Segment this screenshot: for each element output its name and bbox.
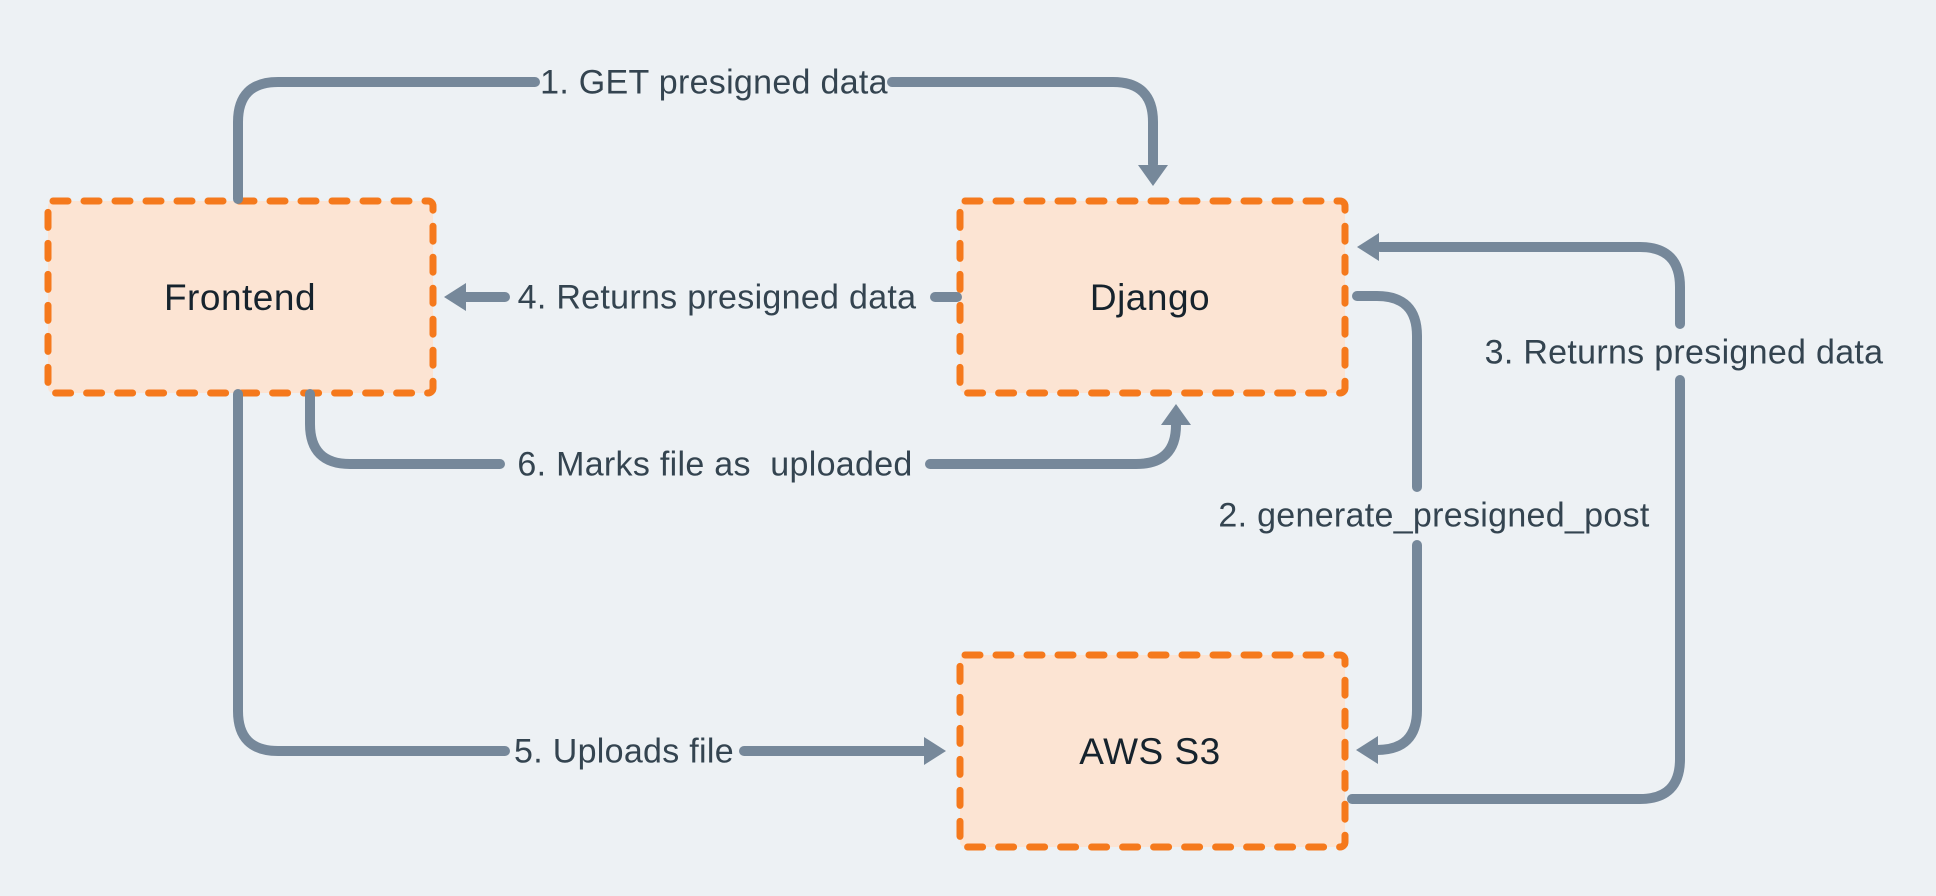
arrow-2-label: 2. generate_presigned_post bbox=[1218, 496, 1650, 535]
arrow-5-path-left bbox=[233, 389, 510, 756]
arrow-2-path-bottom bbox=[1372, 540, 1422, 755]
arrow-4-head bbox=[444, 283, 466, 311]
arrow-4-label: 4. Returns presigned data bbox=[517, 278, 917, 317]
node-aws-s3-label: AWS S3 bbox=[1079, 731, 1221, 772]
arrow-5-label: 5. Uploads file bbox=[514, 732, 734, 771]
arrow-3-path-bottom bbox=[1347, 375, 1685, 804]
arrow-6-label: 6. Marks file as uploaded bbox=[517, 445, 913, 484]
arrow-3-label: 3. Returns presigned data bbox=[1484, 333, 1884, 372]
arrow-1-head bbox=[1138, 165, 1168, 186]
django-node-box bbox=[956, 197, 1349, 397]
arrow-6-path-left bbox=[305, 389, 505, 469]
aws-s3-node-box bbox=[956, 651, 1349, 851]
arrow-6-path-right bbox=[925, 420, 1181, 469]
arrow-6-head bbox=[1161, 404, 1191, 425]
node-django-label: Django bbox=[1089, 277, 1211, 318]
arrow-2-path-top bbox=[1352, 291, 1422, 492]
arrow-2-head bbox=[1356, 736, 1378, 764]
arrow-1-path-left bbox=[233, 77, 540, 204]
arrow-1-label: 1. GET presigned data bbox=[540, 63, 888, 102]
arrow-5-head bbox=[924, 737, 946, 765]
arrow-1-path-right bbox=[887, 77, 1158, 169]
arrow-3-path-top bbox=[1375, 242, 1685, 329]
node-frontend-label: Frontend bbox=[163, 277, 317, 318]
arrow-3-head bbox=[1357, 233, 1379, 261]
